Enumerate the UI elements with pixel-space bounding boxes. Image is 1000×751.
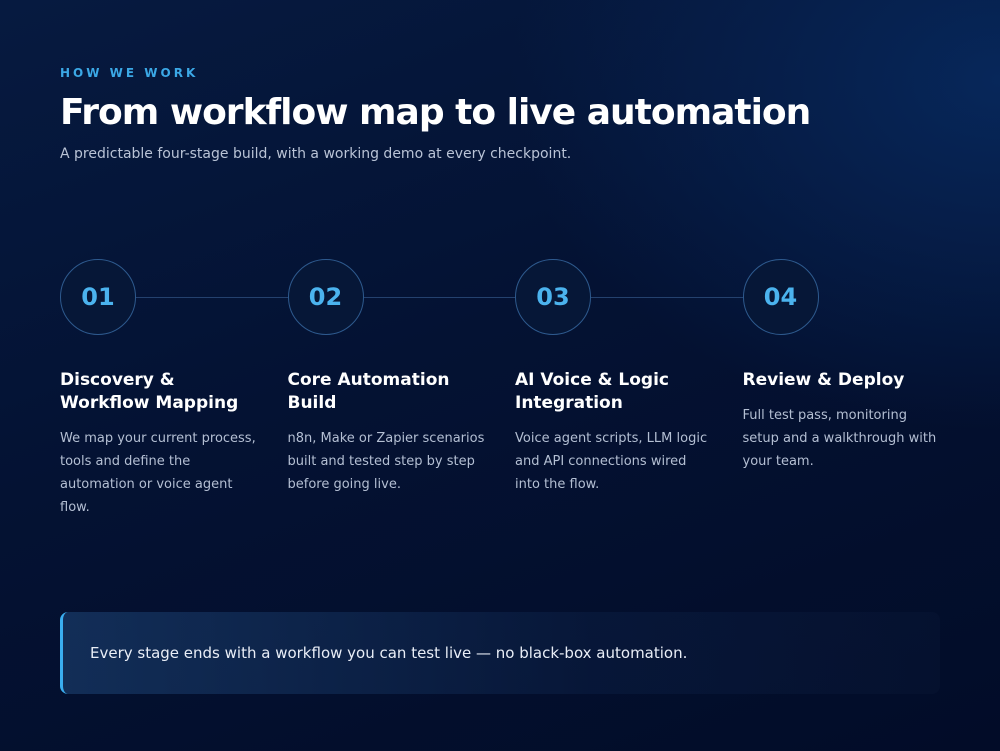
step-title: Discovery & Workflow Mapping [60,370,239,413]
step-4: 04 Review & Deploy Full test pass, monit… [742,259,971,519]
step-3: 03 AI Voice & Logic Integration Voice ag… [515,259,743,519]
callout-banner: Every stage ends with a workflow you can… [60,612,940,694]
section-title: From workflow map to live automation [60,92,811,133]
step-number-badge: 04 [742,259,819,335]
section-subtitle: A predictable four-stage build, with a w… [60,146,572,162]
how-we-work-section: HOW WE WORK From workflow map to live au… [60,0,940,751]
step-title: Review & Deploy [742,370,905,390]
step-description: We map your current process, tools and d… [60,431,256,515]
callout-text: Every stage ends with a workflow you can… [90,644,688,662]
step-2: 02 Core Automation Build n8n, Make or Za… [287,259,516,519]
step-description: Full test pass, monitoring setup and a w… [742,408,937,469]
timeline-connector-line [98,297,782,298]
step-description: Voice agent scripts, LLM logic and API c… [515,431,708,492]
step-number-badge: 02 [287,259,364,335]
step-title: Core Automation Build [287,370,450,413]
process-steps: 01 Discovery & Workflow Mapping We map y… [60,259,940,519]
step-1: 01 Discovery & Workflow Mapping We map y… [60,259,288,519]
section-eyebrow: HOW WE WORK [60,66,199,80]
step-number-badge: 01 [60,259,136,335]
step-description: n8n, Make or Zapier scenarios built and … [287,431,485,492]
step-title: AI Voice & Logic Integration [515,370,669,413]
step-number-badge: 03 [515,259,591,335]
